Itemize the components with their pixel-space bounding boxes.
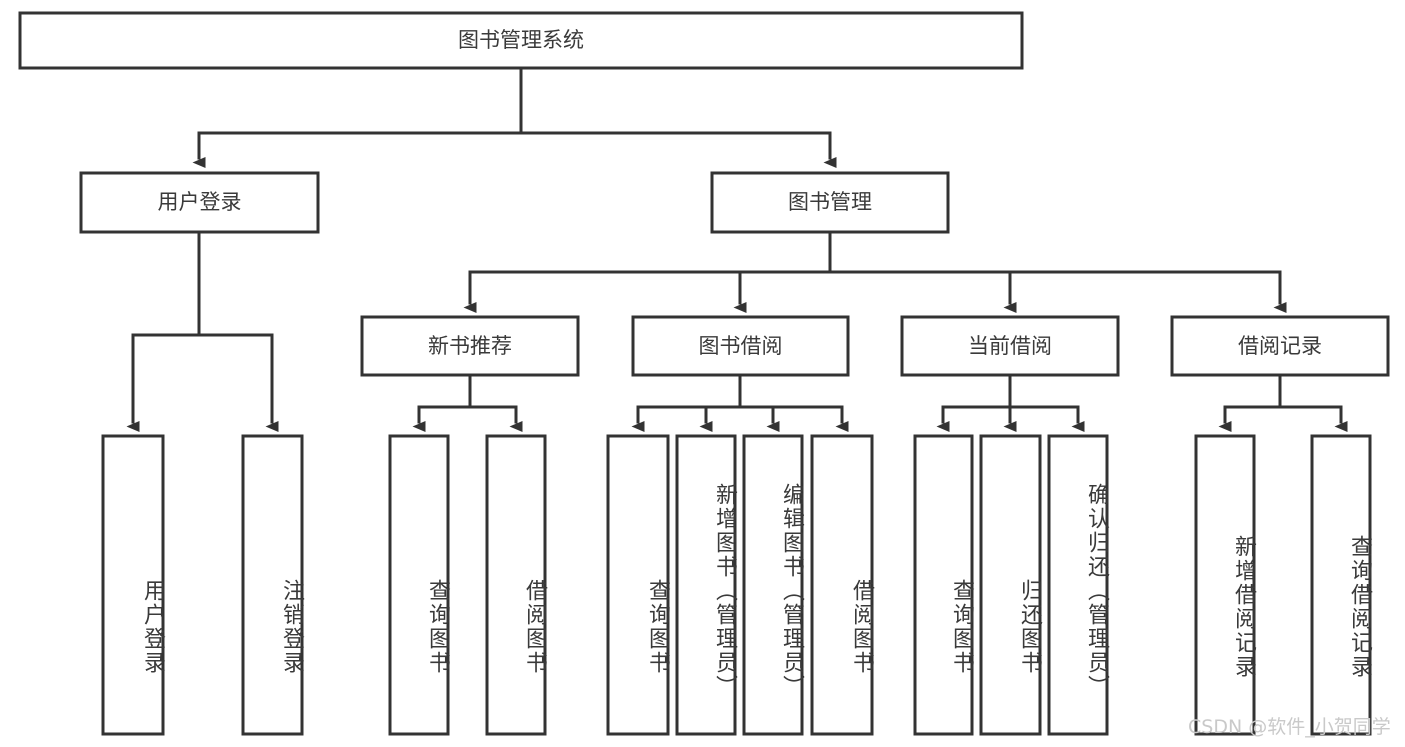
node-box-current-borrow[interactable] (900, 315, 1120, 377)
node-box-leaf-add-record[interactable] (1194, 434, 1256, 736)
node-box-leaf-query-record[interactable] (1310, 434, 1372, 736)
node-box-book-borrow[interactable] (631, 315, 850, 377)
node-box-leaf-borrow-book-2[interactable] (810, 434, 874, 736)
node-box-leaf-query-book-1[interactable] (388, 434, 450, 736)
node-box-new-book-recommend[interactable] (360, 315, 580, 377)
node-box-leaf-user-login[interactable] (101, 434, 165, 736)
node-box-leaf-borrow-book-1[interactable] (485, 434, 547, 736)
node-box-user-login[interactable] (79, 171, 320, 234)
node-box-leaf-edit-book[interactable] (742, 434, 804, 736)
node-box-borrow-record[interactable] (1170, 315, 1390, 377)
node-box-leaf-query-book-3[interactable] (913, 434, 974, 736)
node-box-leaf-user-logout[interactable] (241, 434, 304, 736)
node-box-leaf-query-book-2[interactable] (606, 434, 670, 736)
node-box-leaf-return-book[interactable] (979, 434, 1042, 736)
node-box-leaf-confirm-return[interactable] (1047, 434, 1109, 736)
node-box-leaf-add-book[interactable] (675, 434, 737, 736)
node-box-book-manage[interactable] (710, 171, 950, 234)
node-box-root[interactable] (18, 11, 1024, 70)
